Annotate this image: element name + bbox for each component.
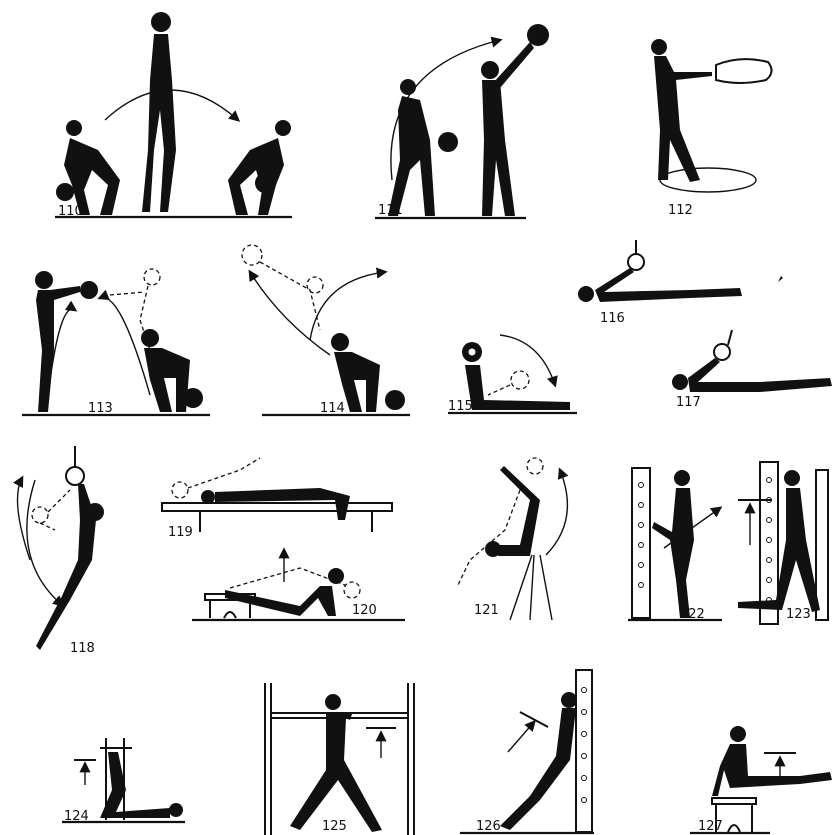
figure-110-crouching-athlete-right	[228, 120, 291, 215]
figure-120: 120	[192, 550, 405, 620]
figure-label-125: 125	[322, 819, 347, 834]
figure-label-110: 110	[58, 204, 83, 219]
figure-114: 114	[242, 245, 410, 416]
figure-117-lying-athlete	[672, 358, 832, 392]
figure-118: 118	[18, 446, 105, 656]
figure-label-123: 123	[786, 607, 811, 622]
figure-117: 117	[672, 330, 832, 410]
figure-116: 116	[578, 240, 783, 326]
figure-119: 119	[162, 458, 392, 540]
figure-label-126: 126	[476, 819, 501, 834]
figure-124: 124	[62, 738, 185, 824]
figure-label-119: 119	[168, 525, 193, 540]
figure-123: 123	[738, 462, 828, 624]
figure-label-127: 127	[698, 819, 723, 834]
figure-127: 127	[690, 726, 832, 834]
figure-122: 122	[628, 468, 722, 622]
figure-label-117: 117	[676, 395, 701, 410]
figure-label-118: 118	[70, 641, 95, 656]
figure-127-lsit-athlete	[712, 726, 832, 796]
figure-121: 121	[458, 458, 567, 620]
figure-125: 125	[265, 683, 414, 835]
figure-label-114: 114	[320, 401, 345, 416]
figure-label-112: 112	[668, 203, 693, 218]
figure-116-speck	[778, 276, 783, 282]
figure-label-124: 124	[64, 809, 89, 824]
figure-label-116: 116	[600, 311, 625, 326]
figure-126: 126	[460, 670, 594, 834]
figure-118-gym-ring	[66, 467, 84, 485]
figure-122-athlete	[652, 470, 694, 618]
figure-113-standing-athlete	[35, 271, 98, 412]
figure-122-wall-bars	[632, 468, 650, 618]
figure-115-seated-athlete	[462, 342, 570, 410]
figure-label-111: 111	[378, 203, 403, 218]
figure-111: 111	[375, 24, 549, 218]
figure-113: 113	[22, 269, 210, 416]
figure-112-sandbag	[716, 59, 772, 83]
figure-116-lying-athlete	[578, 268, 742, 302]
figure-label-121: 121	[474, 603, 499, 618]
figure-label-113: 113	[88, 401, 113, 416]
figure-126-wall-bars	[576, 670, 592, 832]
figure-118-hanging-athlete	[36, 484, 104, 650]
figure-111-upright-athlete	[481, 24, 549, 216]
figure-113-squatting-athlete	[141, 329, 203, 412]
figure-110-crouching-athlete-left	[56, 120, 120, 215]
figure-116-gym-ring	[628, 254, 644, 270]
figure-126-leaning-athlete	[500, 692, 577, 830]
figure-label-120: 120	[352, 603, 377, 618]
figure-124-lying-athlete	[100, 752, 183, 818]
figure-117-gym-ring	[714, 344, 730, 360]
figure-119-bench	[162, 503, 392, 532]
figure-112: 112	[651, 39, 772, 218]
figure-111-bent-athlete	[388, 79, 458, 216]
figure-label-122: 122	[680, 607, 705, 622]
figure-112-athlete-holding-bag	[651, 39, 712, 182]
figure-label-115: 115	[448, 399, 473, 414]
figure-113-ghost-outline	[110, 269, 170, 360]
figure-115-ghost-outline	[488, 371, 529, 395]
figure-118-ghost-outline	[32, 490, 70, 530]
figure-110: 110	[55, 12, 292, 219]
figure-115: 115	[448, 335, 577, 414]
figure-114-ghost-outline	[242, 245, 323, 330]
figure-110-standing-athlete-overhead	[142, 12, 176, 212]
